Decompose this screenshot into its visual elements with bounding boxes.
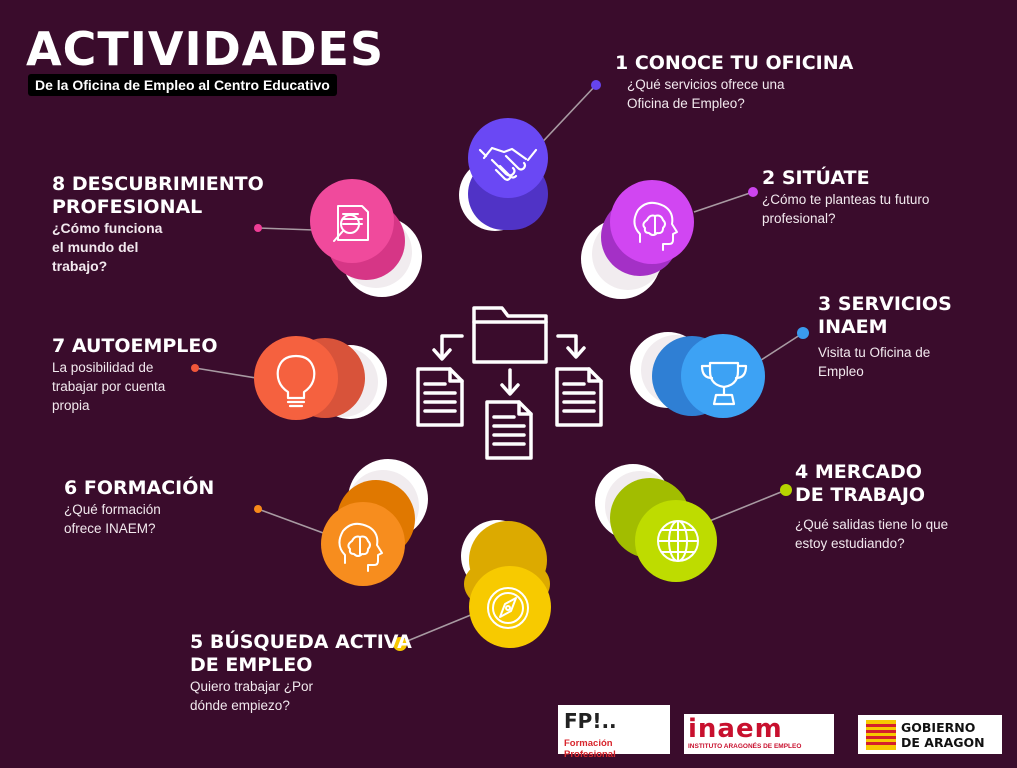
activity-node-4	[595, 464, 717, 582]
activity-4-desc: ¿Qué salidas tiene lo que estoy estudian…	[795, 517, 949, 551]
inaem-logo-text: INSTITUTO ARAGONÉS DE EMPLEO	[688, 743, 802, 750]
activity-node-3	[630, 332, 765, 418]
activity-8-desc: ¿Cómo funciona el mundo del trabajo?	[52, 220, 163, 274]
activity-1-desc: ¿Qué servicios ofrece una Oficina de Emp…	[627, 77, 785, 111]
head-brain-icon	[338, 522, 383, 572]
page-subtitle: De la Oficina de Empleo al Centro Educat…	[28, 74, 337, 96]
activity-7-text: 7 AUTOEMPLEO La posibilidad de trabajar …	[52, 335, 242, 415]
fp-logo-text: Formación Profesional	[564, 738, 616, 760]
connector-lines	[194, 84, 804, 645]
activity-1-title: 1 CONOCE TU OFICINA	[615, 52, 854, 74]
compass-icon	[487, 587, 529, 629]
fp-logo: FP!.. Formación Profesional	[558, 705, 670, 760]
activity-4-text: 4 MERCADO DE TRABAJO ¿Qué salidas tiene …	[795, 461, 985, 553]
activity-3-text: 3 SERVICIOS INAEM Visita tu Oficina de E…	[818, 293, 988, 381]
folder-documents-icon	[416, 306, 603, 460]
activity-node-8	[310, 179, 422, 297]
activity-2-text: 2 SITÚATE ¿Cómo te planteas tu futuro pr…	[762, 167, 942, 228]
aragon-logo-line1: GOBIERNO	[901, 720, 976, 735]
fp-logo-mark: FP!..	[564, 709, 617, 733]
activity-5-title: 5 BÚSQUEDA ACTIVA DE EMPLEO	[190, 631, 412, 676]
head-brain-icon	[633, 201, 678, 251]
activity-node-7	[254, 336, 387, 420]
activity-8-title: 8 DESCUBRIMIENTO PROFESIONAL	[52, 173, 264, 218]
activity-node-1	[459, 118, 548, 231]
activity-1-text: 1 CONOCE TU OFICINA ¿Qué servicios ofrec…	[615, 52, 875, 113]
activity-node-6	[321, 459, 428, 586]
inaem-logo: inaem INSTITUTO ARAGONÉS DE EMPLEO	[684, 714, 834, 754]
activity-6-text: 6 FORMACIÓN ¿Qué formación ofrece INAEM?	[64, 477, 234, 538]
activity-3-title: 3 SERVICIOS INAEM	[818, 293, 952, 338]
activity-node-2	[581, 180, 694, 299]
activity-3-desc: Visita tu Oficina de Empleo	[818, 345, 931, 379]
activity-7-title: 7 AUTOEMPLEO	[52, 335, 218, 357]
document-search-icon	[333, 205, 369, 242]
connector-dots	[191, 80, 809, 651]
lightbulb-icon	[276, 354, 316, 408]
inaem-logo-mark: inaem	[688, 714, 783, 744]
aragon-logo-line2: DE ARAGON	[901, 735, 985, 750]
globe-icon	[657, 520, 699, 562]
activity-7-desc: La posibilidad de trabajar por cuenta pr…	[52, 360, 166, 413]
gobierno-aragon-logo: GOBIERNO DE ARAGON	[858, 715, 1002, 754]
activity-2-desc: ¿Cómo te planteas tu futuro profesional?	[762, 192, 930, 226]
activity-5-text: 5 BÚSQUEDA ACTIVA DE EMPLEO Quiero traba…	[190, 631, 430, 715]
activity-8-text: 8 DESCUBRIMIENTO PROFESIONAL ¿Cómo funci…	[52, 173, 292, 276]
activity-node-5	[461, 520, 551, 648]
activity-5-desc: Quiero trabajar ¿Por dónde empiezo?	[190, 679, 314, 713]
activity-2-title: 2 SITÚATE	[762, 167, 870, 189]
activity-6-title: 6 FORMACIÓN	[64, 477, 215, 499]
trophy-icon	[700, 361, 748, 406]
aragon-flag-icon	[866, 720, 896, 750]
handshake-icon	[478, 146, 538, 181]
page-title: ACTIVIDADES	[26, 22, 385, 76]
activity-4-title: 4 MERCADO DE TRABAJO	[795, 461, 926, 506]
activity-6-desc: ¿Qué formación ofrece INAEM?	[64, 502, 161, 536]
